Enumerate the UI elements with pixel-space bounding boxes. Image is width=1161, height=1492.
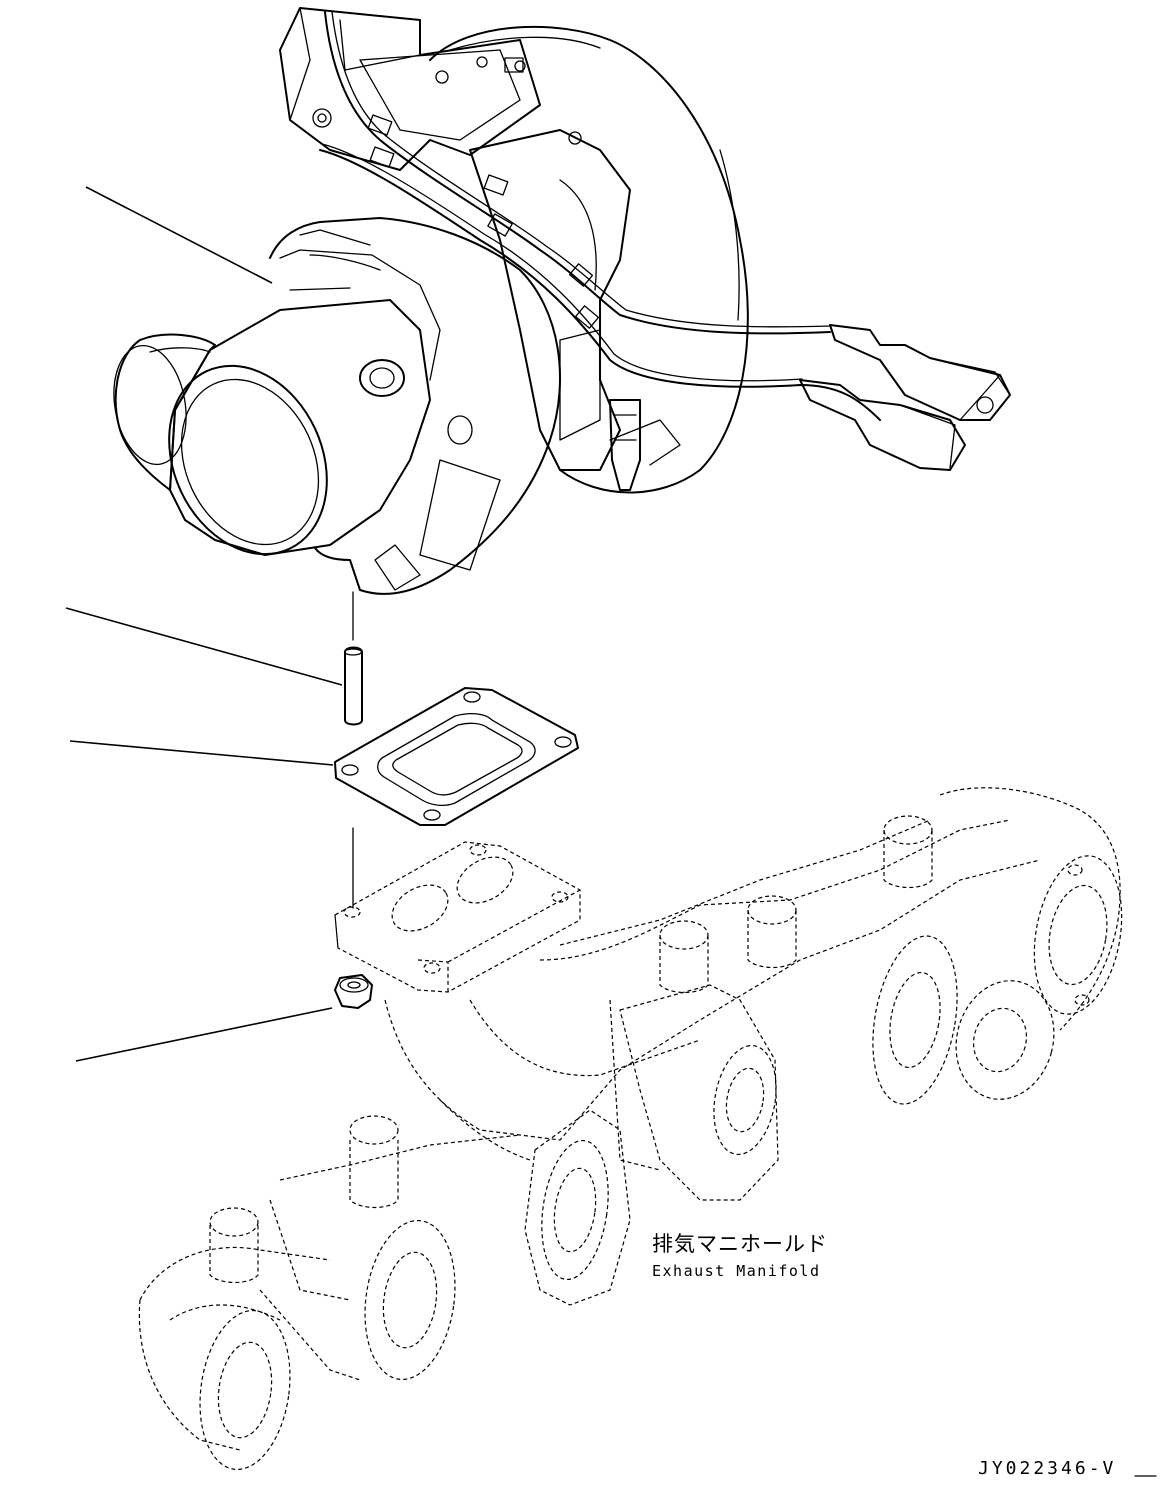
drawing-id: JY022346-V bbox=[978, 1458, 1117, 1479]
exhaust-manifold bbox=[138, 787, 1123, 1471]
leader-lines bbox=[65, 186, 343, 1062]
gasket bbox=[334, 687, 579, 826]
part-label-japanese: 排気マニホールド bbox=[652, 1232, 828, 1256]
turbocharger bbox=[113, 7, 1011, 595]
leader-line-turbocharger bbox=[85, 186, 273, 284]
leader-line-nut bbox=[75, 1007, 333, 1062]
part-label-english: Exhaust Manifold bbox=[652, 1262, 821, 1280]
stud-bolt bbox=[343, 591, 363, 726]
leader-line-stud bbox=[65, 607, 343, 686]
leader-line-gasket bbox=[69, 740, 334, 766]
flange-nut bbox=[334, 974, 373, 1009]
